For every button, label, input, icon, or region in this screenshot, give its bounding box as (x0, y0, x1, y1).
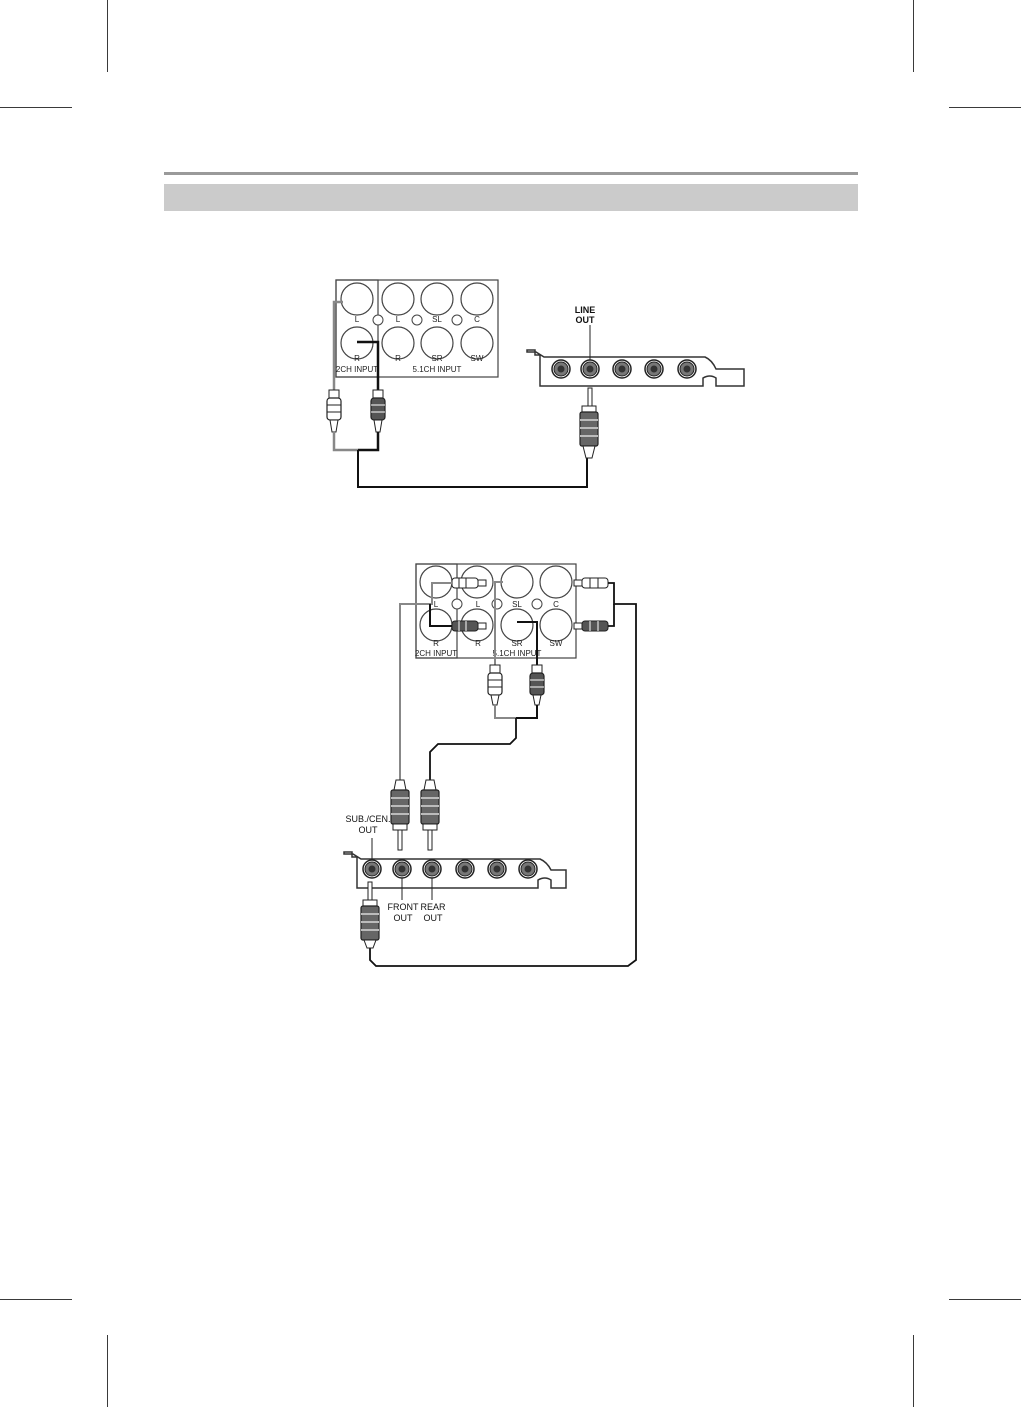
sound-card-bracket (343, 851, 567, 889)
jack-label-51-sw: SW (550, 639, 563, 648)
crop-mark (949, 107, 1021, 108)
rca-plug-subwoofer (573, 620, 609, 632)
crop-mark (0, 107, 72, 108)
crop-mark (913, 1335, 914, 1407)
mini-plug-front (420, 779, 440, 851)
front-out-label-1: FRONT (388, 902, 419, 912)
rca-plug-left (326, 389, 342, 433)
crop-mark (107, 0, 108, 72)
jack-label-51-sw: SW (471, 354, 484, 363)
rca-plug-right (370, 389, 386, 433)
rear-out-label-1: REAR (420, 902, 446, 912)
jack-label-51-sr: SR (431, 354, 442, 363)
jack-label-51-sr: SR (511, 639, 522, 648)
caption-51ch-input: 5.1CH INPUT (413, 365, 462, 374)
jack-label-2ch-r: R (354, 354, 360, 363)
rca-plug-front-r (451, 620, 487, 632)
sound-card-bracket (526, 349, 745, 387)
mini-plug-rear (360, 881, 380, 949)
header-rule (164, 172, 858, 175)
crop-mark (949, 1299, 1021, 1300)
sub-cen-out-label-2: OUT (359, 825, 379, 835)
receiver-panel: L R L SL C R SR SW 2CH INPUT 5.1CH INPUT (335, 279, 499, 378)
jack-label-51-c: C (474, 315, 480, 324)
crop-mark (107, 1335, 108, 1407)
diagram-1: L R L SL C R SR SW 2CH INPUT 5.1CH INPUT (326, 279, 745, 488)
cable-white (332, 300, 343, 390)
mini-plug-sub-cen (390, 779, 410, 851)
jack-label-51-sl: SL (432, 315, 442, 324)
rca-plug-surround-r (529, 664, 545, 706)
header-band (164, 184, 858, 211)
caption-2ch-input: 2CH INPUT (336, 365, 378, 374)
sub-cen-out-label-1: SUB./CEN. (345, 814, 390, 824)
rca-plug-front-l (451, 577, 487, 589)
rca-plug-surround-l (487, 664, 503, 706)
cable-to-line-out (357, 450, 588, 488)
jack-label-2ch-l: L (434, 600, 439, 609)
mini-jack-plug (579, 387, 599, 459)
jack-label-2ch-l: L (355, 315, 360, 324)
crop-mark (0, 1299, 72, 1300)
diagram-2: L R L SL C R SR SW 2CH INPUT 5.1CH INPUT (343, 563, 637, 967)
line-out-label-2: OUT (576, 315, 596, 325)
jack-label-51-l: L (396, 315, 401, 324)
jack-label-51-l: L (476, 600, 481, 609)
front-out-label-2: OUT (394, 913, 414, 923)
rca-plug-center (573, 577, 609, 589)
jack-label-2ch-r: R (433, 639, 439, 648)
jack-label-51-sl: SL (512, 600, 522, 609)
jack-label-51-r: R (475, 639, 481, 648)
caption-51ch-input: 5.1CH INPUT (493, 649, 542, 658)
rear-out-label-2: OUT (424, 913, 444, 923)
caption-2ch-input: 2CH INPUT (415, 649, 457, 658)
jack-label-51-r: R (395, 354, 401, 363)
cable-red (357, 340, 380, 390)
jack-label-51-c: C (553, 600, 559, 609)
line-out-label-1: LINE (575, 305, 596, 315)
crop-mark (913, 0, 914, 72)
